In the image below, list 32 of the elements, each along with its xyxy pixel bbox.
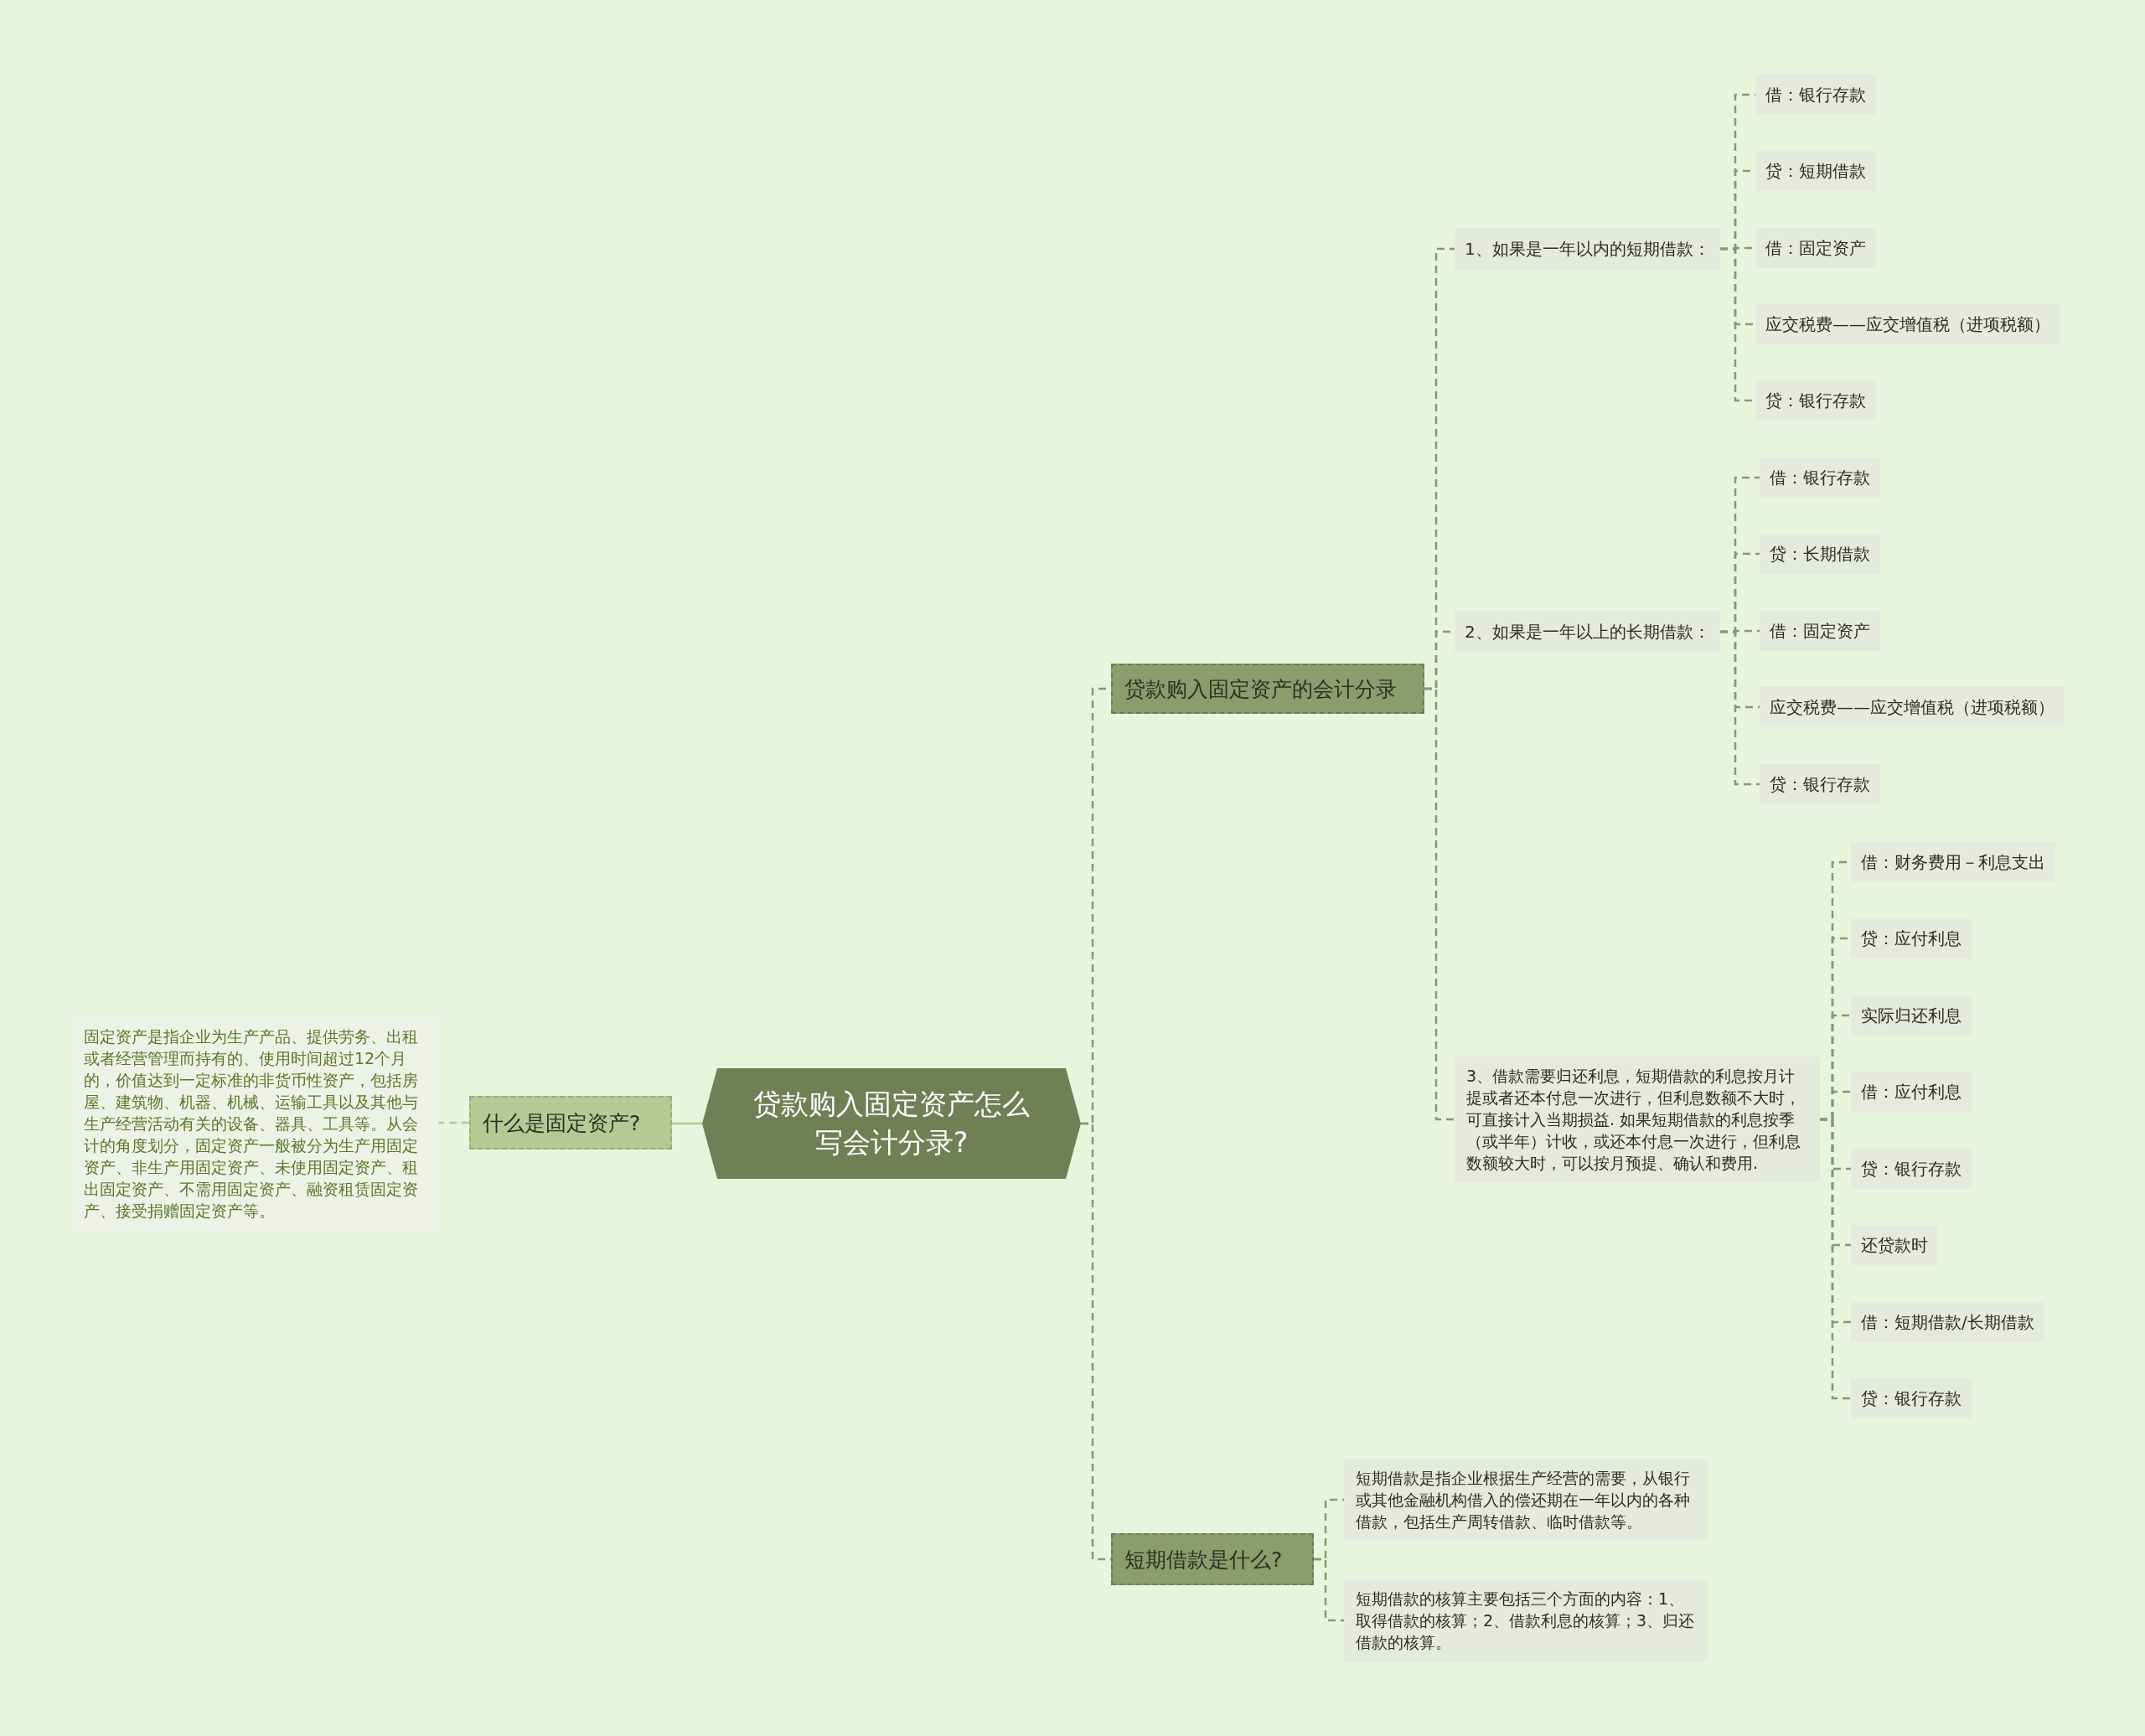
entry-box: 贷：长期借款 [1760, 534, 1880, 574]
entry-box: 贷：银行存款 [1851, 1378, 1972, 1418]
entry-box: 借：短期借款/长期借款 [1851, 1302, 2044, 1342]
entry-box: 实际归还利息 [1851, 995, 1972, 1036]
topic-box: 短期借款是什么? [1111, 1533, 1314, 1585]
topic-box: 贷款购入固定资产的会计分录 [1111, 664, 1424, 714]
entry-box: 借：财务费用－利息支出 [1851, 842, 2055, 882]
note-box: 短期借款是指企业根据生产经营的需要，从银行或其他金融机构借入的偿还期在一年以内的各种借款，包括生产周转借款、临时借款等。 [1344, 1459, 1708, 1541]
entry-box: 1、如果是一年以内的短期借款： [1455, 228, 1720, 270]
entry-box: 应交税费——应交增值税（进项税额） [1755, 304, 2060, 344]
connector-line [1820, 1118, 1851, 1400]
note-box: 3、借款需要归还利息，短期借款的利息按月计提或者还本付息一次进行，但利息数额不大时，可直接计入当期损益. 如果短期借款的利息按季（或半年）计收，或还本付息一次进行，但利息数额较大时，可以按月预提、确认和费用. [1455, 1057, 1820, 1182]
entry-box: 借：应付利息 [1851, 1072, 1972, 1112]
entry-box: 贷：银行存款 [1851, 1149, 1972, 1189]
entry-box: 2、如果是一年以上的长期借款： [1455, 611, 1720, 653]
entry-box: 还贷款时 [1851, 1225, 1938, 1265]
note-box: 固定资产是指企业为生产产品、提供劳务、出租或者经营管理而持有的、使用时间超过12个月的，价值达到一定标准的非货币性资产，包括房屋、建筑物、机器、机械、运输工具以及其他与生产经营活动有关的设备、器具、工具等。从会计的角度划分，固定资产一般被分为生产用固定资产、非生产用固定资产、未使用固定资产、租出固定资产、不需用固定资产、融资租赁固定资产、接受捐赠固定资产等。 [74, 1015, 438, 1232]
entry-box: 借：固定资产 [1760, 611, 1880, 651]
connector-line [1314, 1558, 1344, 1622]
entry-box: 贷：银行存款 [1760, 764, 1880, 804]
entry-box: 贷：银行存款 [1755, 380, 1876, 421]
note-box: 短期借款的核算主要包括三个方面的内容：1、取得借款的核算；2、借款利息的核算；3、归还借款的核算。 [1344, 1579, 1708, 1661]
entry-box: 借：银行存款 [1755, 75, 1876, 115]
connector-line [1720, 630, 1760, 786]
entry-box: 借：银行存款 [1760, 457, 1880, 498]
connector-line [1424, 687, 1455, 1121]
entry-box: 借：固定资产 [1755, 228, 1876, 268]
topic-box: 什么是固定资产? [469, 1096, 672, 1150]
entry-box: 应交税费——应交增值税（进项税额） [1760, 687, 2065, 727]
topic-hexagon: 贷款购入固定资产怎么写会计分录? [702, 1068, 1081, 1179]
entry-box: 贷：应付利息 [1851, 918, 1972, 958]
entry-box: 贷：短期借款 [1755, 151, 1876, 191]
